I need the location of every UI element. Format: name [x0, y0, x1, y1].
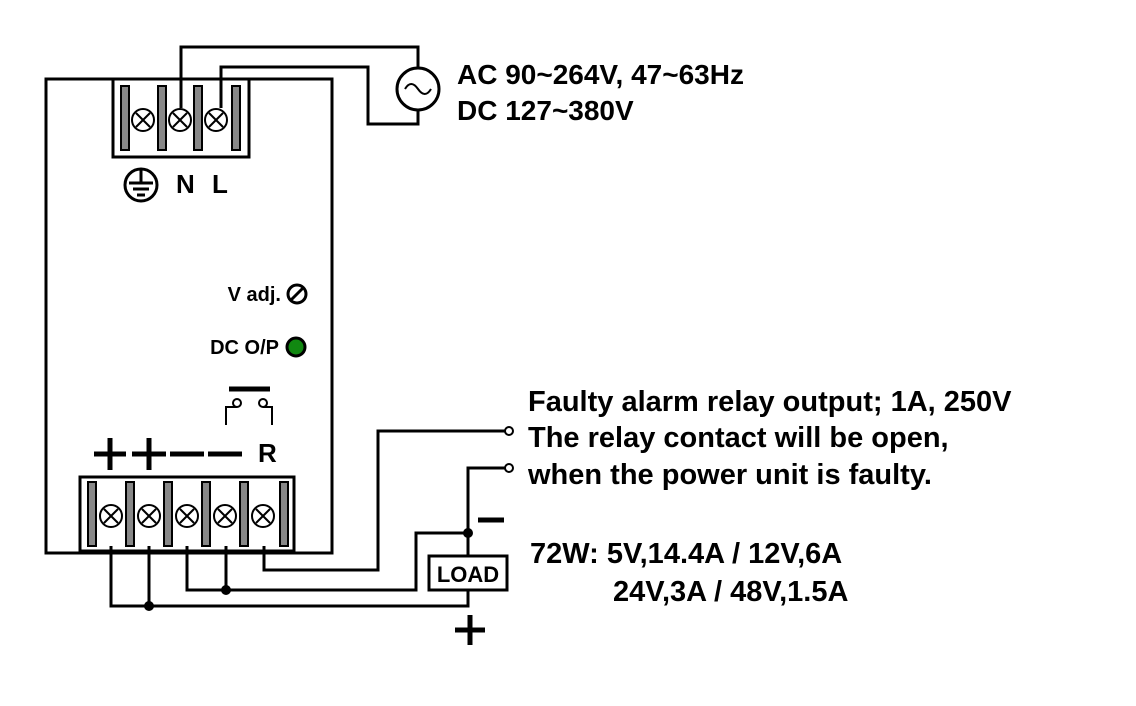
relay-spec-line3: when the power unit is faulty. — [527, 459, 932, 491]
rating-line1: 72W: 5V,14.4A / 12V,6A — [530, 538, 842, 570]
vadj-label: V adj. — [228, 284, 281, 306]
terminal-screw-minus-1 — [175, 504, 199, 528]
junction-positive — [144, 601, 154, 611]
relay-spec-line2: The relay contact will be open, — [528, 422, 949, 454]
relay-spec-line1: Faulty alarm relay output; 1A, 250V — [528, 386, 1012, 418]
wire-relay-1 — [262, 429, 506, 572]
relay-terminal-label: R — [258, 438, 277, 468]
relay-output-contact-2 — [504, 463, 514, 473]
relay-contact-symbol — [225, 386, 273, 425]
output-polarity-marks — [94, 438, 242, 470]
load-box: LOAD — [427, 554, 509, 592]
terminal-screw-plus-1 — [99, 504, 123, 528]
terminal-label-n: N — [176, 169, 195, 199]
terminal-screw-minus-2 — [213, 504, 237, 528]
terminal-screw-ground — [131, 108, 155, 132]
led-icon — [285, 336, 307, 358]
wire-relay-2 — [466, 466, 506, 533]
rating-line2: 24V,3A / 48V,1.5A — [613, 576, 848, 608]
terminal-screw-n — [168, 108, 192, 132]
terminal-screw-relay — [251, 504, 275, 528]
load-label: LOAD — [437, 562, 499, 587]
wire-n — [179, 45, 420, 108]
adjust-icon[interactable] — [286, 283, 308, 305]
input-spec-ac: AC 90~264V, 47~63Hz — [457, 59, 744, 90]
wire-l — [219, 65, 420, 126]
ac-source-icon — [395, 66, 441, 112]
junction-negative — [221, 585, 231, 595]
junction-load-negative — [463, 528, 473, 538]
output-terminal-block — [78, 475, 296, 553]
terminal-screw-l — [204, 108, 228, 132]
dcop-label: DC O/P — [210, 337, 279, 359]
relay-output-contact-1 — [504, 426, 514, 436]
ground-icon — [123, 167, 159, 203]
wire-positive — [109, 546, 470, 608]
terminal-screw-plus-2 — [137, 504, 161, 528]
terminal-label-l: L — [212, 169, 228, 199]
input-spec-dc: DC 127~380V — [457, 95, 634, 126]
